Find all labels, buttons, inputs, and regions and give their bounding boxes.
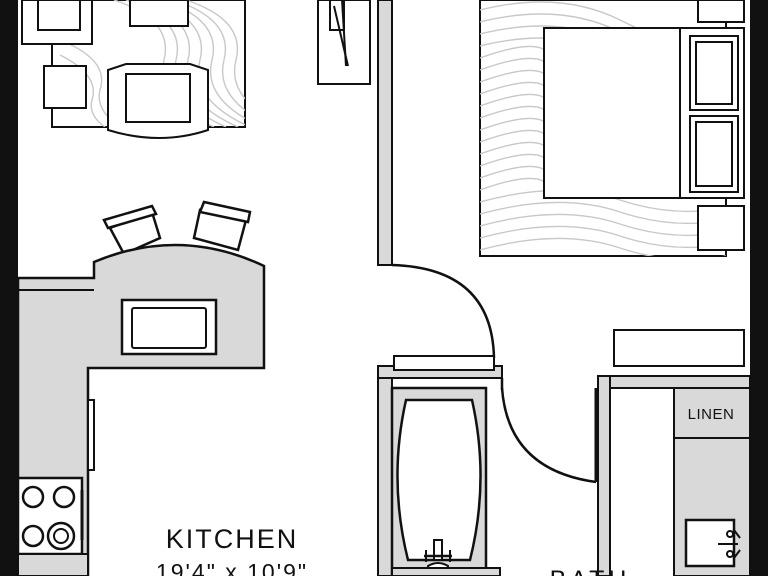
right-exterior-wall [750,0,768,576]
bedroom-wall [377,0,393,266]
left-exterior-wall [0,0,18,576]
bar-stool [102,204,162,256]
stove-burner [21,485,45,509]
bath-door-swing-arc [500,387,597,484]
linen-label: LINEN [688,406,735,423]
stove-burner [52,485,76,509]
side-table [43,65,87,109]
bedroom-bench [613,329,745,367]
bedroom [479,0,745,257]
dining-area [21,0,246,139]
kitchen-label: KITCHEN [166,524,299,554]
linen-closet [673,387,751,439]
bedroom-door [391,263,496,359]
armchair-seat [125,73,191,123]
refrigerator [87,399,95,471]
sink-faucet-icon [718,529,741,559]
kitchen-dimensions: 19'4" x 10'9" [156,559,308,576]
door-stop [393,355,495,371]
bath-right-wall [597,375,611,576]
bath-top-wall-right [597,375,751,389]
door-swing-arc [391,263,496,359]
nightstand-bottom [697,205,745,251]
bathroom: LINEN BATH [377,329,751,576]
bath-label: BATH [550,566,631,576]
dining-chair-seat [37,0,81,31]
stove-burner [21,524,45,548]
bath-left-wall [377,365,393,576]
center-partition [317,0,393,266]
nightstand-top [697,0,745,23]
kitchen: KITCHEN 19'4" x 10'9" [16,200,308,576]
bar-stool [192,200,252,252]
dining-table [129,0,189,27]
bathtub-basin [396,398,482,562]
